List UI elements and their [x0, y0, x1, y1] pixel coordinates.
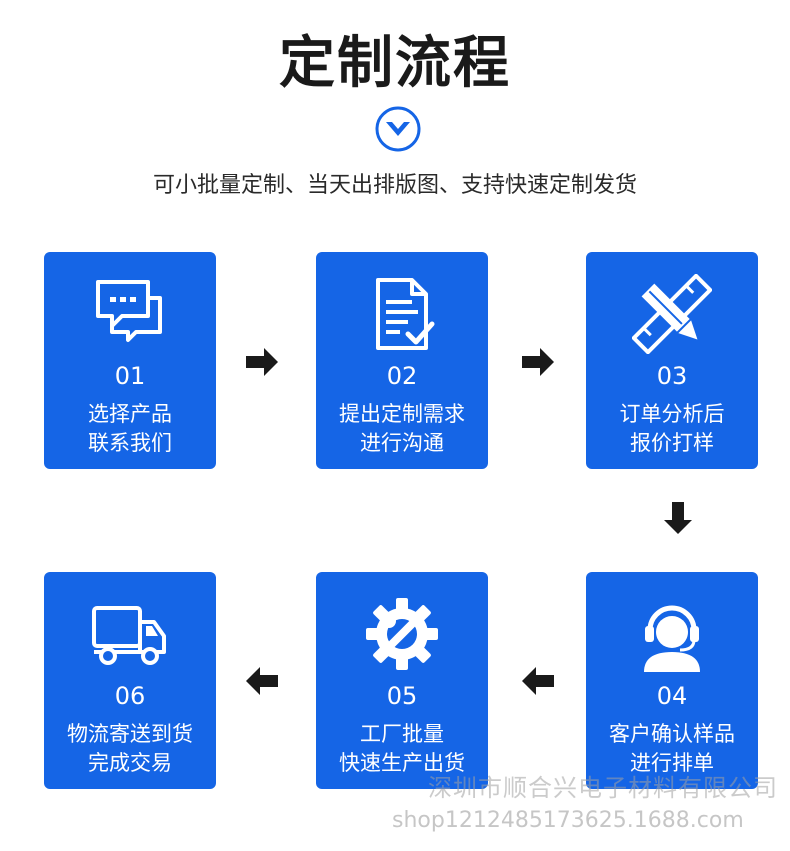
step-label-line1: 选择产品	[88, 402, 172, 426]
step-label-line2: 完成交易	[88, 751, 172, 775]
step-label-line1: 提出定制需求	[339, 402, 465, 426]
step-label-line2: 进行排单	[630, 751, 714, 775]
step-label-line1: 工厂批量	[360, 722, 444, 746]
page-subtitle: 可小批量定制、当天出排版图、支持快速定制发货	[152, 173, 637, 198]
headset-agent-icon	[644, 605, 700, 672]
step-label-line2: 报价打样	[630, 431, 714, 455]
step-label-line2: 联系我们	[88, 431, 172, 455]
step-card-03: 03 订单分析后 报价打样	[586, 252, 758, 469]
step-label-line1: 订单分析后	[619, 402, 725, 426]
truck-icon	[92, 606, 166, 665]
watermark-shop-url: shop1212485173625.1688.com	[392, 808, 744, 833]
step-number: 05	[386, 682, 418, 710]
step-card-01: 01 选择产品 联系我们	[44, 252, 216, 469]
watermark-company: 深圳市顺合兴电子材料有限公司	[428, 774, 778, 802]
step-label-line1: 物流寄送到货	[67, 722, 193, 746]
step-number: 01	[114, 362, 146, 390]
chevron-down-icon	[375, 106, 421, 152]
step-number: 03	[656, 362, 688, 390]
step-card-04: 04 客户确认样品 进行排单	[586, 572, 758, 789]
arrow-down-icon	[664, 502, 692, 534]
step-label-line2: 进行沟通	[360, 431, 444, 455]
step-number: 02	[386, 362, 418, 390]
arrow-left-icon	[246, 667, 278, 695]
arrow-right-icon	[246, 348, 278, 376]
step-label-line2: 快速生产出货	[339, 751, 465, 775]
arrow-left-icon	[522, 667, 554, 695]
step-label-line1: 客户确认样品	[609, 722, 735, 746]
pencil-ruler-icon	[632, 274, 712, 354]
step-number: 04	[656, 682, 688, 710]
step-card-05: 05 工厂批量 快速生产出货	[316, 572, 488, 789]
document-check-icon	[376, 278, 435, 350]
step-card-06: 06 物流寄送到货 完成交易	[44, 572, 216, 789]
gear-wrench-icon	[366, 598, 438, 670]
page-title: 定制流程	[279, 31, 511, 96]
chat-bubbles-icon	[96, 280, 162, 342]
arrow-right-icon	[522, 348, 554, 376]
step-card-02: 02 提出定制需求 进行沟通	[316, 252, 488, 469]
step-number: 06	[114, 682, 146, 710]
